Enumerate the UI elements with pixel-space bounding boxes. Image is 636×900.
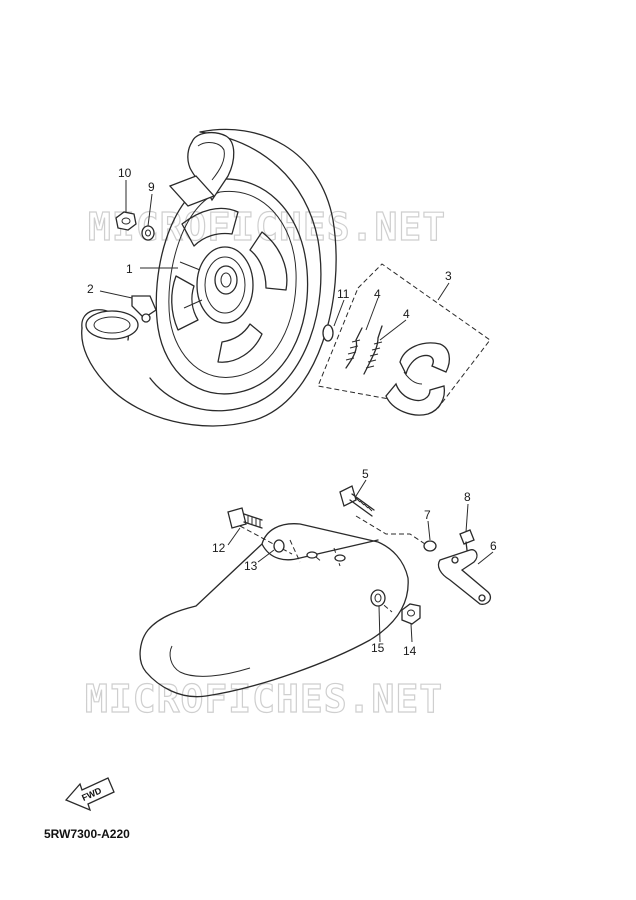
- callout-15: 15: [371, 641, 385, 655]
- brake-lever-part-6: [437, 549, 492, 605]
- callout-6: 6: [490, 539, 497, 553]
- washer-part-9: [141, 225, 155, 241]
- callout-2: 2: [87, 282, 94, 296]
- brake-shoes: [385, 342, 451, 416]
- callout-8: 8: [464, 490, 471, 504]
- spring-part-4-b: [363, 325, 383, 375]
- o-ring-part-13: [273, 539, 285, 553]
- clip-part-7: [423, 540, 437, 552]
- part-code: 5RW7300-A220: [44, 827, 130, 841]
- callout-5: 5: [362, 467, 369, 481]
- rear-wheel: [81, 128, 337, 427]
- washer-part-11: [322, 324, 334, 342]
- watermark-top: MICROFICHES.NET: [88, 205, 446, 249]
- callout-14: 14: [403, 644, 417, 658]
- callout-leaders: [99, 180, 494, 643]
- crankcase-cover: [139, 515, 429, 698]
- bolt-part-8: [459, 529, 475, 559]
- callout-11: 11: [337, 287, 350, 301]
- callout-10: 10: [118, 166, 132, 180]
- brake-camshaft-part-5: [339, 485, 375, 517]
- brake-shoe-kit-box: [317, 263, 491, 409]
- callout-13: 13: [244, 559, 258, 573]
- nut-part-10: [115, 211, 137, 231]
- spring-part-4-a: [345, 327, 363, 369]
- callout-7: 7: [424, 508, 431, 522]
- callout-3: 3: [445, 269, 452, 283]
- callout-9: 9: [148, 180, 155, 194]
- callout-4-b: 4: [403, 307, 410, 321]
- callout-4-a: 4: [374, 287, 381, 301]
- callout-12: 12: [212, 541, 226, 555]
- stud-bolt-part-12: [227, 507, 263, 529]
- fwd-arrow-icon: FWD: [64, 777, 115, 812]
- washer-part-15: [370, 589, 386, 607]
- nut-part-14: [401, 603, 421, 625]
- callout-1: 1: [126, 262, 133, 276]
- watermark-bottom: MICROFICHES.NET: [85, 677, 443, 721]
